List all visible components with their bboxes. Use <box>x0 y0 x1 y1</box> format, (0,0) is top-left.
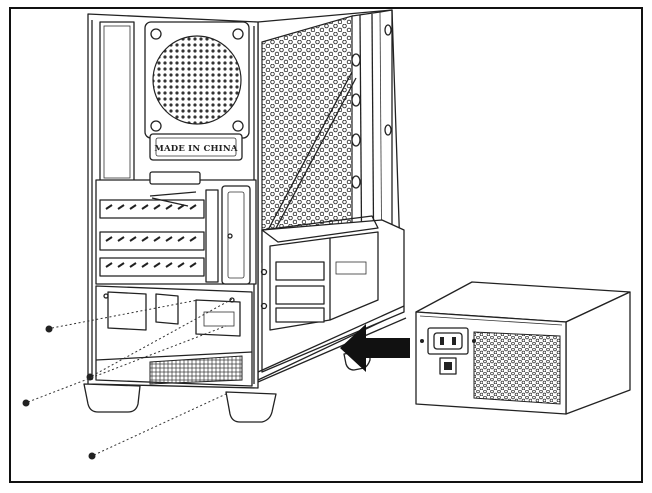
bottom-vent <box>149 355 243 385</box>
arrow-icon <box>340 324 410 372</box>
label-plate-text: MADE IN CHINA <box>154 144 237 154</box>
power-socket-icon <box>420 327 476 355</box>
power-supply-unit <box>415 281 631 415</box>
rear-slot <box>99 21 135 183</box>
psu-grille <box>473 331 561 405</box>
screw-group <box>22 297 235 460</box>
drive-cage <box>257 215 407 383</box>
expansion-slots <box>95 171 257 285</box>
screw-icon <box>88 452 96 460</box>
label-plate: MADE IN CHINA <box>149 133 243 161</box>
psu-bay <box>95 285 253 387</box>
pc-case: MADE IN CHINA <box>83 9 407 423</box>
screw-icon <box>45 325 53 333</box>
screw-icon <box>22 399 30 407</box>
rear-fan <box>144 21 250 139</box>
power-switch-icon <box>439 357 457 375</box>
figure-frame <box>9 7 643 483</box>
